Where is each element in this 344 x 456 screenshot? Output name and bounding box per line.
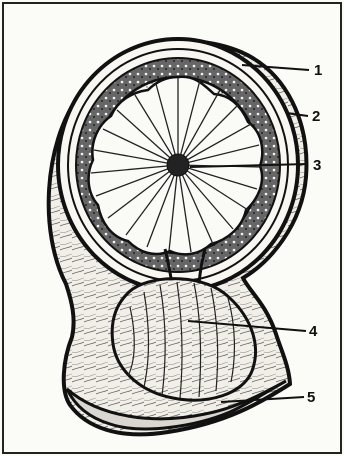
callout-label-4: 4 <box>309 323 318 340</box>
callout-label-3: 3 <box>313 157 321 174</box>
callout-label-2: 2 <box>312 108 320 125</box>
callout-label-5: 5 <box>307 389 315 406</box>
central-hub <box>167 154 189 176</box>
callout-label-1: 1 <box>314 62 322 79</box>
